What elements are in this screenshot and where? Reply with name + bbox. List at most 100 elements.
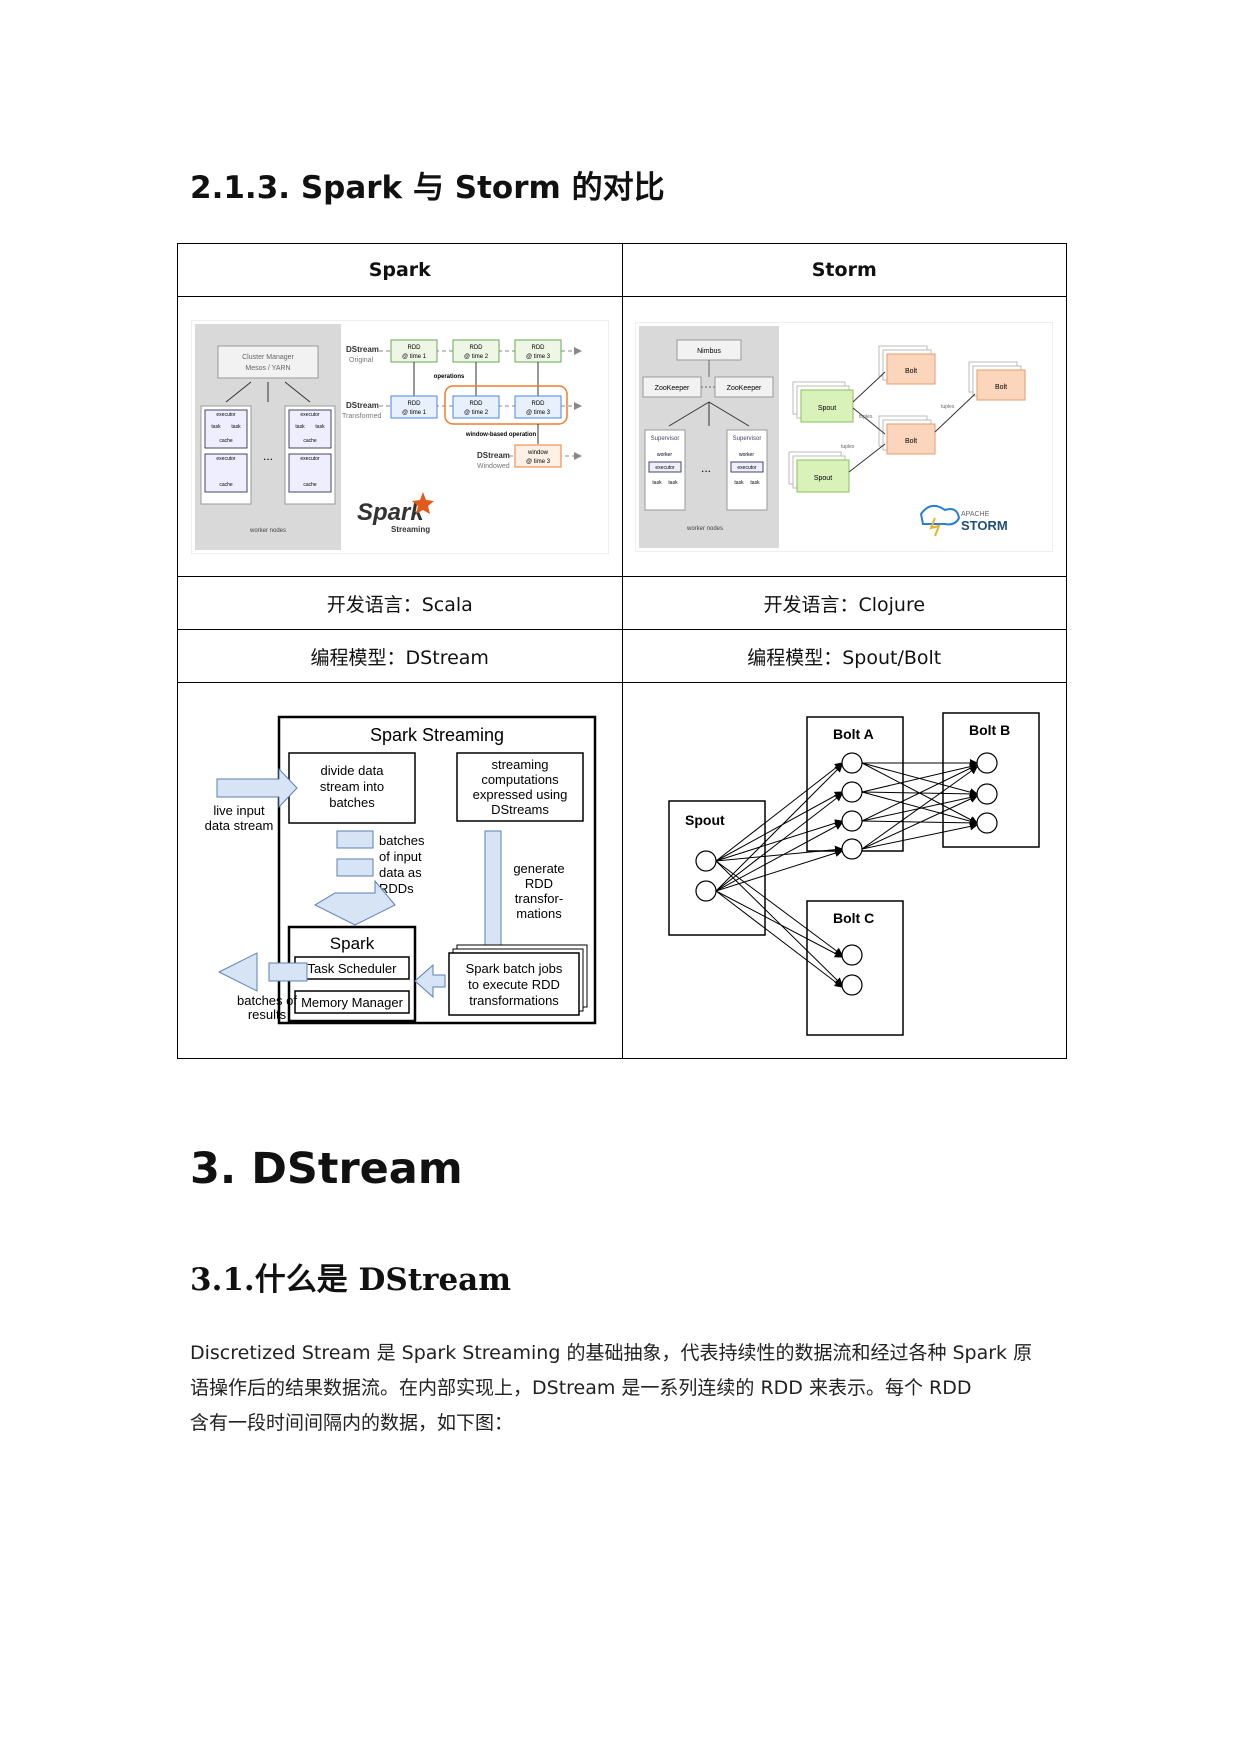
streaming-line-3: expressed using [472, 787, 567, 802]
cache-label: cache [303, 482, 317, 488]
bolt-a-label: Bolt A [833, 726, 874, 742]
storm-topology-cell: Spout Bolt A Bolt B Bolt C [621, 682, 1067, 1059]
jobs-arrow-icon [413, 963, 446, 998]
paragraph-line-2: 语操作后的结果数据流。在内部实现上，DStream 是一系列连续的 RDD 来表… [190, 1377, 972, 1399]
divide-line-3: batches [329, 795, 375, 810]
cache-label: cache [303, 438, 317, 444]
bolt-b-label: Bolt B [969, 722, 1010, 738]
time-2-label: @ time 2 [464, 410, 489, 416]
rdd-label: RDD [469, 345, 483, 351]
spark-architecture-diagram: Cluster Manager Mesos / YARN executor ta… [190, 319, 609, 554]
task-label: task [751, 480, 761, 486]
bolt-label: Bolt [905, 438, 917, 445]
cluster-manager-label: Cluster Manager [242, 354, 294, 361]
supervisor-label: Supervisor [651, 436, 680, 442]
input-arrow-icon [216, 767, 298, 808]
task-label: task [653, 480, 663, 486]
generate-line-2: RDD [525, 876, 553, 891]
spark-streaming-diagram: Spark Streaming divide data stream into … [204, 715, 596, 1024]
storm-cloud-icon [920, 504, 961, 525]
live-input-line-1: live input [213, 803, 265, 818]
generate-line-3: transfor- [515, 891, 563, 906]
tuples-label: tuples [841, 444, 855, 450]
task-scheduler-label: Task Scheduler [307, 961, 397, 976]
worker-label: worker [739, 452, 754, 458]
time-2-label: @ time 2 [464, 354, 489, 360]
dstream-transformed-label: DStream [346, 401, 379, 410]
time-3-label: @ time 3 [526, 354, 551, 360]
bolt-c-label: Bolt C [833, 910, 874, 926]
memory-manager-label: Memory Manager [301, 995, 404, 1010]
storm-model: 编程模型：Spout/Bolt [621, 629, 1067, 683]
ellipsis-label: ... [263, 449, 273, 463]
dstream-original-label: DStream [346, 345, 379, 354]
operations-label: operations [433, 374, 464, 380]
batches-in-line-3: data as [379, 865, 422, 880]
executor-label: executor [300, 412, 320, 418]
batches-in-line-2: of input [379, 849, 422, 864]
rdd-label: RDD [407, 345, 421, 351]
generate-line-4: mations [516, 906, 562, 921]
rdd-label: RDD [531, 345, 545, 351]
mesos-yarn-label: Mesos / YARN [245, 365, 290, 372]
spout-label: Spout [814, 475, 832, 482]
rdd-label: RDD [407, 401, 421, 407]
streaming-line-1: streaming [491, 757, 548, 772]
chapter-title: 3. DStream [190, 1144, 463, 1194]
worker-nodes-label: worker nodes [686, 526, 723, 532]
spark-streaming-cell: Spark Streaming divide data stream into … [177, 682, 623, 1059]
results-line-1: batches of [237, 993, 297, 1008]
dstream-windowed-label: DStream [477, 451, 510, 460]
time-1-label: @ time 1 [402, 410, 427, 416]
streaming-line-2: computations [481, 772, 559, 787]
storm-logo-top: APACHE [961, 511, 990, 518]
spark-star-icon [411, 491, 434, 514]
executor-label: executor [216, 456, 236, 462]
storm-language: 开发语言：Clojure [621, 576, 1067, 630]
tuples-label: tuples [859, 414, 873, 420]
spark-model: 编程模型：DStream [177, 629, 623, 683]
spark-logo-text: Spark [357, 499, 425, 526]
zookeeper-label: ZooKeeper [655, 385, 690, 392]
jobs-line-1: Spark batch jobs [465, 961, 562, 976]
storm-topology-diagram: Spout Bolt A Bolt B Bolt C [668, 711, 1040, 1036]
cache-label: cache [219, 482, 233, 488]
live-input-line-2: data stream [204, 818, 273, 833]
storm-architecture-diagram: Nimbus ZooKeeper ZooKeeper Supervisor Su… [635, 321, 1054, 552]
task-label: task [231, 424, 241, 430]
window-label: window [527, 450, 549, 456]
task-label: task [669, 480, 679, 486]
original-label: Original [349, 357, 374, 364]
subsection-title: 3.1.什么是 DStream [190, 1262, 512, 1298]
windowed-label: Windowed [477, 463, 510, 470]
lightning-icon [929, 517, 941, 536]
nimbus-label: Nimbus [697, 348, 721, 355]
executor-label: executor [738, 465, 758, 471]
jobs-line-3: transformations [469, 993, 559, 1008]
spout-label: Spout [818, 405, 836, 412]
bolt-label: Bolt [905, 368, 917, 375]
batches-in-line-4: RDDs [379, 881, 414, 896]
cache-label: cache [219, 438, 233, 444]
task-label: task [315, 424, 325, 430]
worker-nodes-label: worker nodes [249, 528, 286, 534]
header-storm: Storm [621, 243, 1067, 297]
worker-label: worker [657, 452, 672, 458]
spark-box-title: Spark [330, 934, 375, 953]
down-arrow-icon [313, 879, 396, 926]
generate-line-1: generate [513, 861, 564, 876]
tuples-label: tuples [941, 404, 955, 410]
executor-label: executor [656, 465, 676, 471]
paragraph-line-3: 含有一段时间间隔内的数据，如下图： [190, 1412, 514, 1434]
section-title: 2.1.3. Spark 与 Storm 的对比 [190, 170, 665, 206]
storm-logo-main: STORM [961, 518, 1008, 533]
comparison-table: Spark Storm Cluster Manager Mesos / YARN… [177, 243, 1067, 1059]
supervisor-label: Supervisor [733, 436, 762, 442]
spark-language: 开发语言：Scala [177, 576, 623, 630]
executor-label: executor [300, 456, 320, 462]
task-label: task [735, 480, 745, 486]
task-label: task [211, 424, 221, 430]
task-label: task [295, 424, 305, 430]
batches-in-line-1: batches [379, 833, 425, 848]
results-line-2: results [248, 1007, 287, 1022]
